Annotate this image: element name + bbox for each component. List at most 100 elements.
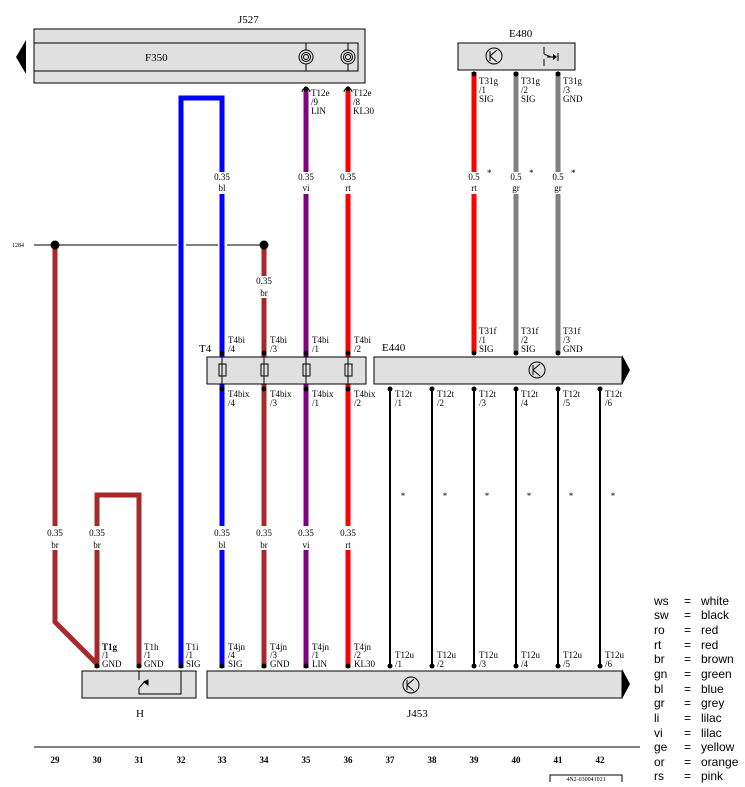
svg-text:29: 29 [51, 755, 61, 765]
legend-row: gn=green [654, 667, 732, 681]
component-e440[interactable] [373, 356, 623, 385]
svg-text:T1h: T1h [144, 642, 159, 652]
connector-t4[interactable] [206, 356, 367, 385]
svg-text:SIG: SIG [186, 659, 201, 669]
svg-text:SIG: SIG [479, 94, 494, 104]
column-numbers: 29 30 31 32 33 34 35 36 37 38 39 40 41 4… [51, 755, 606, 765]
svg-text:/1: /1 [186, 650, 193, 660]
svg-text:/3: /3 [270, 344, 278, 354]
arrow-right-icon[interactable] [622, 669, 630, 699]
svg-text:rs: rs [654, 769, 664, 783]
wire-br-29[interactable] [52, 245, 99, 666]
svg-text:0.35: 0.35 [340, 172, 356, 182]
svg-text:=: = [684, 638, 691, 652]
component-j453[interactable] [206, 670, 623, 699]
svg-text:4N2-030041021: 4N2-030041021 [566, 777, 605, 783]
svg-text:lilac: lilac [701, 711, 722, 725]
svg-text:/3: /3 [479, 398, 487, 408]
svg-text:40: 40 [512, 755, 522, 765]
svg-text:/3: /3 [479, 659, 487, 669]
svg-text:br: br [51, 540, 59, 550]
svg-text:T4bi: T4bi [270, 335, 287, 345]
svg-text:T4bix: T4bix [312, 389, 334, 399]
svg-text:br: br [260, 540, 268, 550]
svg-text:/1: /1 [312, 344, 319, 354]
svg-text:/3: /3 [270, 650, 278, 660]
svg-text:/4: /4 [228, 398, 236, 408]
svg-text:LIN: LIN [311, 106, 326, 116]
svg-text:=: = [684, 667, 691, 681]
svg-text:0.5: 0.5 [552, 172, 564, 182]
svg-text:GND: GND [102, 659, 122, 669]
svg-text:*: * [611, 491, 616, 501]
svg-text:/2: /2 [354, 650, 361, 660]
svg-text:GND: GND [563, 94, 583, 104]
svg-text:grey: grey [701, 696, 724, 710]
svg-text:br: br [93, 540, 101, 550]
svg-text:T12u: T12u [479, 650, 498, 660]
legend-row: rt=red [654, 638, 718, 652]
color-legend: ws=white sw=black ro=red rt=red br=brown… [653, 594, 739, 783]
legend-row: li=lilac [654, 711, 722, 725]
svg-text:GND: GND [270, 659, 290, 669]
legend-row: or=orange [654, 755, 739, 769]
svg-text:=: = [684, 726, 691, 740]
svg-text:/1: /1 [312, 650, 319, 660]
component-e480[interactable] [457, 42, 576, 71]
svg-text:37: 37 [386, 755, 396, 765]
svg-text:rt: rt [471, 183, 477, 193]
svg-text:T4bix: T4bix [354, 389, 376, 399]
arrow-right-icon[interactable] [622, 355, 630, 385]
svg-text:/6: /6 [605, 659, 613, 669]
svg-text:T31f: T31f [563, 326, 581, 336]
doc-id-box: 4N2-030041021 [549, 774, 623, 783]
svg-text:/5: /5 [563, 398, 571, 408]
svg-text:T31f: T31f [479, 326, 497, 336]
svg-text:GND: GND [563, 344, 583, 354]
svg-text:KL30: KL30 [353, 106, 374, 116]
svg-text:T4jn: T4jn [312, 642, 329, 652]
svg-text:=: = [684, 696, 691, 710]
svg-text:T31g: T31g [563, 76, 582, 86]
svg-text:0.35: 0.35 [340, 528, 356, 538]
svg-text:/2: /2 [437, 659, 444, 669]
svg-text:/5: /5 [563, 659, 571, 669]
svg-text:/1: /1 [395, 398, 402, 408]
svg-text:/2: /2 [437, 398, 444, 408]
wire-br-30-loop[interactable] [94, 492, 142, 668]
svg-text:/2: /2 [521, 335, 528, 345]
svg-text:34: 34 [260, 755, 270, 765]
svg-text:T12t: T12t [563, 389, 580, 399]
svg-text:T12u: T12u [395, 650, 414, 660]
coil-icon [340, 43, 356, 71]
svg-text:0.35: 0.35 [298, 528, 314, 538]
svg-text:42: 42 [596, 755, 606, 765]
component-label-j527: J527 [238, 14, 259, 26]
svg-text:/1: /1 [479, 335, 486, 345]
svg-text:/4: /4 [521, 659, 529, 669]
svg-text:brown: brown [701, 652, 734, 666]
connector-pins-t4 [218, 357, 353, 384]
svg-text:SIG: SIG [228, 659, 243, 669]
svg-text:T12u: T12u [563, 650, 582, 660]
svg-text:T4jn: T4jn [270, 642, 287, 652]
svg-text:39: 39 [470, 755, 480, 765]
svg-text:T4bi: T4bi [312, 335, 329, 345]
svg-text:SIG: SIG [479, 344, 494, 354]
svg-text:/3: /3 [270, 398, 278, 408]
svg-text:white: white [700, 594, 729, 608]
svg-text:T4bix: T4bix [228, 389, 250, 399]
svg-text:br: br [654, 652, 665, 666]
component-f350[interactable] [33, 42, 359, 72]
svg-text:bl: bl [654, 682, 663, 696]
svg-text:31: 31 [135, 755, 145, 765]
pin-labels-t4bix: T4bix/4 T4bix/3 T4bix/1 T4bix/2 [219, 386, 376, 408]
svg-text:=: = [684, 652, 691, 666]
svg-text:0.35: 0.35 [89, 528, 105, 538]
arrow-left-icon[interactable] [16, 40, 26, 74]
svg-text:T4jn: T4jn [228, 642, 245, 652]
wire-bl-loop[interactable] [178, 95, 225, 668]
svg-text:33: 33 [218, 755, 228, 765]
transistor-icon [485, 47, 503, 65]
